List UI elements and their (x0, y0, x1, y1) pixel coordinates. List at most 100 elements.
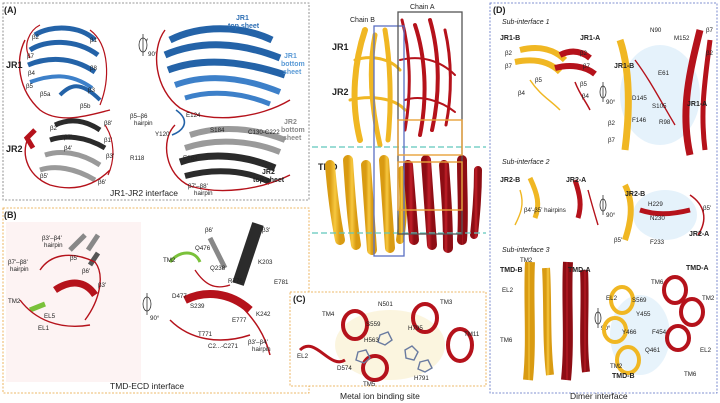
residue-q461: Q461 (645, 347, 661, 354)
c-label-el2: EL2 (297, 353, 309, 360)
d-b5p-right: β5' (703, 205, 711, 212)
d-tm6-right-2: TM6 (684, 371, 697, 378)
residue-r98: R98 (659, 119, 671, 126)
d-b2-right: β2 (706, 50, 714, 57)
residue-e61: E61 (658, 70, 670, 77)
b-hairpin-78-1: β7'–β8' (8, 259, 28, 266)
d-b4: β4 (518, 90, 526, 97)
label-b1: β1 (90, 37, 98, 44)
rotation-arrow-icon (142, 293, 152, 315)
label-b5: β5 (26, 83, 34, 90)
jr1-bottom-sheet-label-3: sheet (283, 69, 302, 76)
si1-right-structure (616, 29, 713, 156)
panel-b: (B) TMD-ECD interface β3'–β4' hairpin β7… (4, 210, 289, 391)
d-b4-a: β4 (582, 93, 590, 100)
chain-b-label: Chain B (350, 17, 375, 24)
jr2-bottom-sheet-label-1: JR2 (284, 119, 297, 126)
residue-n230: N230 (650, 215, 665, 222)
panel-a-frame (2, 2, 310, 201)
b-hairpin-34-1: β3'–β4' (42, 235, 62, 242)
panel-d-tag: (D) (493, 5, 506, 15)
residue-t771: T771 (198, 331, 213, 338)
residue-c-c271: C2...-C271 (208, 343, 238, 350)
d-tm2-b: TM2 (610, 363, 623, 370)
residue-s569: S569 (632, 297, 647, 304)
rotation-arrow-icon (599, 82, 607, 102)
hairpin-b5-b6-2: hairpin (134, 120, 153, 127)
d-tm2-right: TM2 (702, 295, 715, 302)
b-right-b3p: β3' (262, 227, 270, 234)
residue-m152: M152 (674, 35, 690, 42)
residue-e263: E263 (183, 155, 198, 162)
residue-h795: H795 (408, 325, 423, 332)
chain-a-red (399, 18, 482, 253)
b-right-tm2: TM2 (163, 257, 176, 264)
d-b5-a: β5 (580, 81, 588, 88)
d-hairpins: β4'-β5' hairpins (524, 207, 566, 214)
jr1-bottom-sheet-label-2: bottom (281, 61, 305, 68)
full-dimer-structure: Chain B Chain A JR1 JR2 TMD (312, 4, 486, 257)
c-label-tm3: TM3 (440, 299, 453, 306)
b-label-el1: EL1 (38, 325, 50, 332)
residue-y466: Y466 (622, 329, 637, 336)
d-b5p-left: β5' (614, 237, 622, 244)
d-tmdb-right: TMD-B (612, 373, 635, 380)
label-b3p: β3' (106, 153, 114, 160)
label-b7: β7 (27, 53, 35, 60)
d-tmdb: TMD-B (500, 267, 523, 274)
residue-y120: Y120 (155, 131, 170, 138)
hairpin-b7-b8-2: hairpin (194, 190, 213, 197)
d-jr1a: JR1-A (580, 35, 600, 42)
sub-interface-3-label: Sub-interface 3 (502, 247, 550, 254)
panel-a-tag: (A) (4, 5, 17, 15)
rotation-label-b: 90° (150, 315, 160, 322)
d-el2: EL2 (502, 287, 514, 294)
panel-b-caption: TMD-ECD interface (110, 381, 184, 391)
hairpin-b7-b8-1: β7'–β8' (188, 183, 208, 190)
center-jr2-label: JR2 (332, 87, 349, 97)
d-jr1b-right: JR1-B (614, 63, 634, 70)
chain-b-gold (325, 27, 408, 255)
jr1-right-structure (155, 25, 291, 119)
d-el2-right-2: EL2 (700, 347, 712, 354)
jr2-top-sheet-label-1: JR2 (262, 169, 275, 176)
residue-n90: N90 (650, 27, 662, 34)
d-rot-2: 90° (606, 212, 616, 219)
residue-s559: S559 (366, 321, 381, 328)
orange-box-1 (397, 119, 463, 156)
sub-interface-2-label: Sub-interface 2 (502, 159, 550, 166)
rotation-arrow-icon (594, 308, 602, 328)
residue-d145: D145 (632, 95, 647, 102)
chain-a-label: Chain A (410, 4, 435, 11)
d-jr2a-right: JR2-A (689, 231, 709, 238)
residue-e777: E777 (232, 317, 247, 324)
d-b2: β2 (505, 50, 513, 57)
residue-k203: K203 (258, 259, 273, 266)
si3-right-structure (602, 275, 705, 375)
d-el2-right: EL2 (606, 295, 618, 302)
label-b8p: β8' (104, 120, 112, 127)
label-b2p: β2' (50, 125, 58, 132)
d-b2-right-b: β2 (608, 120, 616, 127)
residue-f146: F146 (632, 117, 647, 124)
orange-box-2 (397, 161, 463, 211)
label-b4: β4 (28, 70, 36, 77)
panel-a-caption: JR1-JR2 interface (110, 188, 178, 198)
rotation-arrow-icon (599, 195, 607, 215)
jr1-label: JR1 (6, 60, 23, 70)
d-b2-a: β2 (580, 50, 588, 57)
c-label-tm5: TM5 (363, 381, 376, 388)
residue-f233: F233 (650, 239, 665, 246)
d-b7-right-b: β7 (608, 137, 616, 144)
rotation-arrow-icon (138, 34, 148, 56)
b-label-b5p: β5' (70, 255, 78, 262)
b-label-b6p: β6' (82, 268, 90, 275)
residue-f454: F454 (652, 329, 667, 336)
metal-site-residues (355, 331, 433, 373)
d-b7-right: β7 (706, 27, 714, 34)
rotation-label-a: 90° (148, 51, 158, 58)
chain-b-box (373, 25, 405, 257)
jr1-left-structure (18, 24, 111, 119)
b-right-hairpin-1: β3'–β4' (248, 339, 268, 346)
